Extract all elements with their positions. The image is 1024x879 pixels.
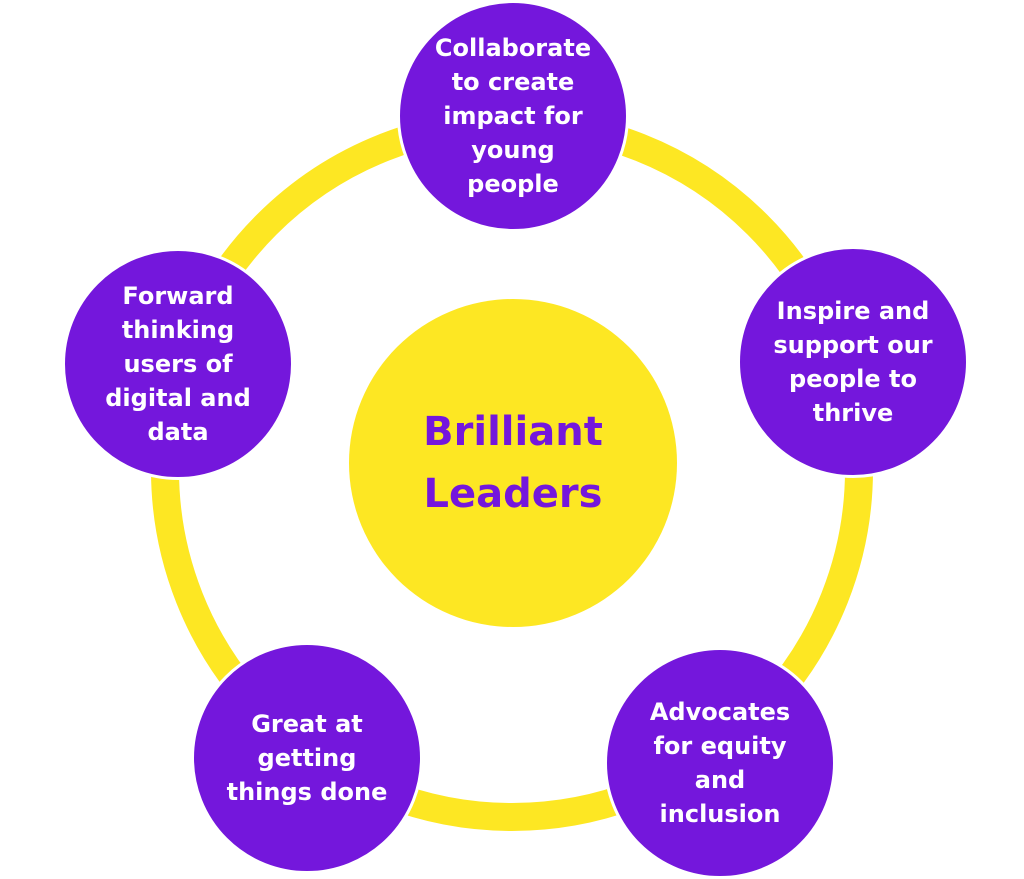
node-collaborate-label: Collaborate to create impact for young p…	[434, 34, 592, 198]
node-inspire-label: Inspire and support our people to thrive	[773, 297, 933, 427]
node-great-at-getting-things-done-label: Great at getting things done	[226, 710, 388, 806]
center-circle: Brilliant Leaders	[349, 299, 677, 627]
node-advocates-label: Advocates for equity and inclusion	[649, 698, 791, 828]
node-forward-thinking: Forward thinking users of digital and da…	[62, 248, 294, 480]
node-inspire: Inspire and support our people to thrive	[737, 246, 969, 478]
node-great-at-getting-things-done: Great at getting things done	[191, 642, 423, 874]
node-forward-thinking-label: Forward thinking users of digital and da…	[105, 282, 251, 446]
node-collaborate: Collaborate to create impact for young p…	[397, 0, 629, 232]
node-advocates: Advocates for equity and inclusion	[604, 647, 836, 879]
center-label: Brilliant Leaders	[423, 409, 603, 517]
